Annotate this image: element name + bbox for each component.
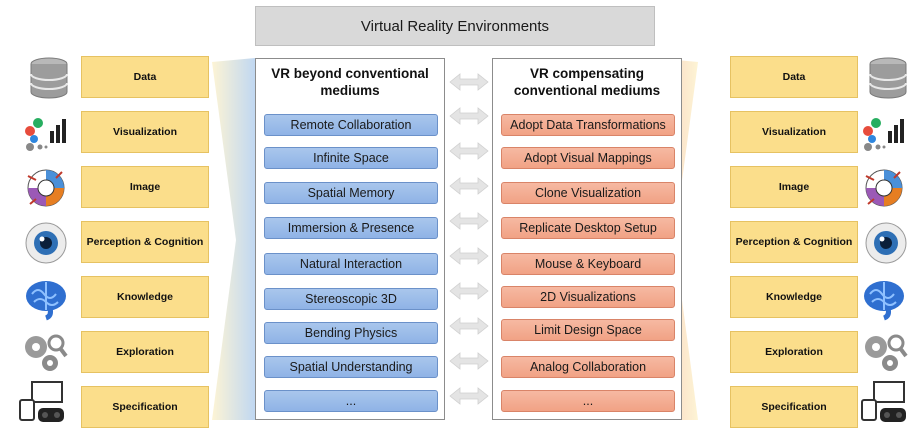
right-item: Limit Design Space xyxy=(501,319,675,341)
database-icon xyxy=(25,54,73,102)
left-item: Immersion & Presence xyxy=(264,217,438,239)
double-arrows xyxy=(449,73,489,405)
left-item: Spatial Memory xyxy=(264,182,438,204)
devices-icon xyxy=(18,378,66,426)
left-category-specification: Specification xyxy=(81,386,209,428)
right-category-data: Data xyxy=(730,56,858,98)
left-category-data: Data xyxy=(81,56,209,98)
right-category-exploration: Exploration xyxy=(730,331,858,373)
left-category-knowledge: Knowledge xyxy=(81,276,209,318)
gears-icon xyxy=(860,329,908,377)
left-item: Natural Interaction xyxy=(264,253,438,275)
left-panel-title: VR beyond conventional mediums xyxy=(271,66,429,98)
diagram-title: Virtual Reality Environments xyxy=(255,6,655,46)
right-category-knowledge: Knowledge xyxy=(730,276,858,318)
left-item: Bending Physics xyxy=(264,322,438,344)
left-item: Spatial Understanding xyxy=(264,356,438,378)
chart-icon xyxy=(860,109,908,157)
right-item: Analog Collaboration xyxy=(501,356,675,378)
left-item: ... xyxy=(264,390,438,412)
left-item: Remote Collaboration xyxy=(264,114,438,136)
right-category-specification: Specification xyxy=(730,386,858,428)
left-panel: VR beyond conventional mediums Remote Co… xyxy=(255,58,445,420)
left-item: Stereoscopic 3D xyxy=(264,288,438,310)
left-category-perception: Perception & Cognition xyxy=(81,221,209,263)
right-category-image: Image xyxy=(730,166,858,208)
brain-icon xyxy=(860,274,908,322)
eye-icon xyxy=(862,219,910,267)
right-item: 2D Visualizations xyxy=(501,286,675,308)
brain-icon xyxy=(22,274,70,322)
right-item: Replicate Desktop Setup xyxy=(501,217,675,239)
database-icon xyxy=(864,54,910,102)
right-item: Adopt Data Transformations xyxy=(501,114,675,136)
left-category-visualization: Visualization xyxy=(81,111,209,153)
devices-icon xyxy=(860,378,908,426)
right-item: Mouse & Keyboard xyxy=(501,253,675,275)
right-panel: VR compensating conventional mediums Ado… xyxy=(492,58,682,420)
image-icon xyxy=(22,164,70,212)
image-icon xyxy=(860,164,908,212)
right-category-perception: Perception & Cognition xyxy=(730,221,858,263)
chart-icon xyxy=(22,109,70,157)
right-item: ... xyxy=(501,390,675,412)
left-category-image: Image xyxy=(81,166,209,208)
eye-icon xyxy=(22,219,70,267)
gears-icon xyxy=(20,329,68,377)
left-fan xyxy=(212,58,255,420)
right-item: Clone Visualization xyxy=(501,182,675,204)
left-category-exploration: Exploration xyxy=(81,331,209,373)
right-panel-title: VR compensating conventional mediums xyxy=(513,66,661,98)
right-item: Adopt Visual Mappings xyxy=(501,147,675,169)
right-category-visualization: Visualization xyxy=(730,111,858,153)
left-item: Infinite Space xyxy=(264,147,438,169)
